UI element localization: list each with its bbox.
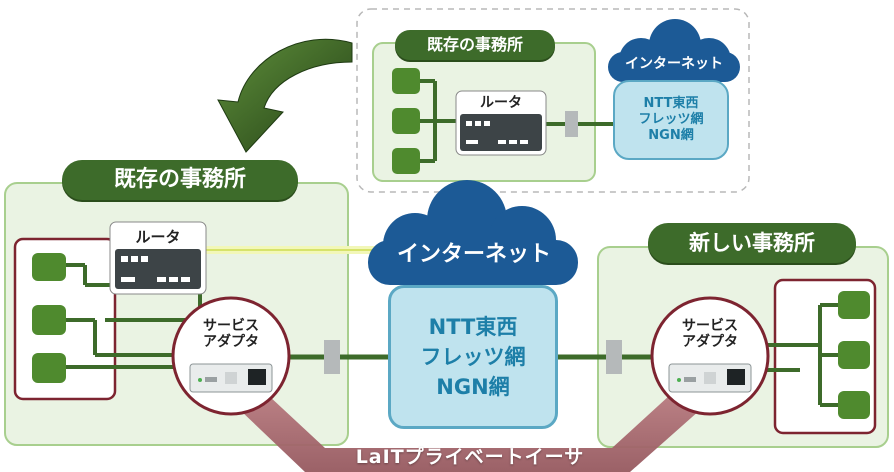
- router-icon: [455, 90, 547, 156]
- terminal-icon: [838, 391, 870, 419]
- existing-office-title: 既存の事務所: [62, 160, 298, 200]
- main-network-line-2: フレッツ網: [420, 345, 526, 369]
- service-adapter-left-label: サービス アダプタ: [191, 318, 271, 350]
- connector-right: [606, 340, 622, 374]
- lan-label: LaITプライベートイーサ: [355, 446, 585, 468]
- adapter-right-line-2: アダプタ: [682, 334, 738, 351]
- internet-link-core: [205, 249, 395, 251]
- cloud-icon: [608, 19, 740, 82]
- router-label: ルータ: [135, 228, 181, 246]
- inset-network-line-3: NGN網: [648, 128, 694, 143]
- terminal-icon: [32, 353, 66, 383]
- terminal-icon: [392, 108, 420, 134]
- service-adapter-icon: [189, 363, 273, 393]
- terminal-icon: [32, 305, 66, 335]
- cloud-icon: [368, 180, 578, 285]
- terminal-icon: [392, 68, 420, 94]
- adapter-left-line-1: サービス: [203, 318, 259, 334]
- inset-office-title: 既存の事務所: [395, 30, 555, 60]
- service-adapter-left-circle: [171, 296, 291, 416]
- main-network-box: NTT東西 フレッツ網 NGN網: [388, 285, 558, 429]
- terminal-icon: [838, 341, 870, 369]
- inset-router-label: ルータ: [480, 95, 522, 111]
- lan-band: [240, 395, 700, 472]
- main-network-line-3: NGN網: [436, 375, 510, 399]
- service-adapter-icon: [668, 363, 752, 393]
- connector-left: [324, 340, 340, 374]
- terminal-icon: [392, 148, 420, 174]
- inset-network-line-1: NTT東西: [643, 96, 699, 111]
- inset-cloud-title: インターネット: [625, 56, 723, 72]
- inset-network-box: NTT東西 フレッツ網 NGN網: [613, 80, 729, 160]
- adapter-right-line-1: サービス: [682, 318, 738, 334]
- service-adapter-right-circle: [650, 296, 770, 416]
- service-adapter-right-label: サービス アダプタ: [670, 318, 750, 350]
- inset-network-line-2: フレッツ網: [638, 112, 704, 127]
- router-icon: [109, 221, 207, 295]
- terminal-icon: [838, 291, 870, 319]
- new-office-title: 新しい事務所: [648, 223, 856, 263]
- main-cloud-title: インターネット: [396, 242, 551, 267]
- inset-connector: [565, 111, 578, 137]
- curved-arrow-icon: [217, 38, 353, 153]
- adapter-left-line-2: アダプタ: [203, 334, 259, 351]
- terminal-icon: [32, 253, 66, 281]
- main-network-line-1: NTT東西: [428, 315, 518, 339]
